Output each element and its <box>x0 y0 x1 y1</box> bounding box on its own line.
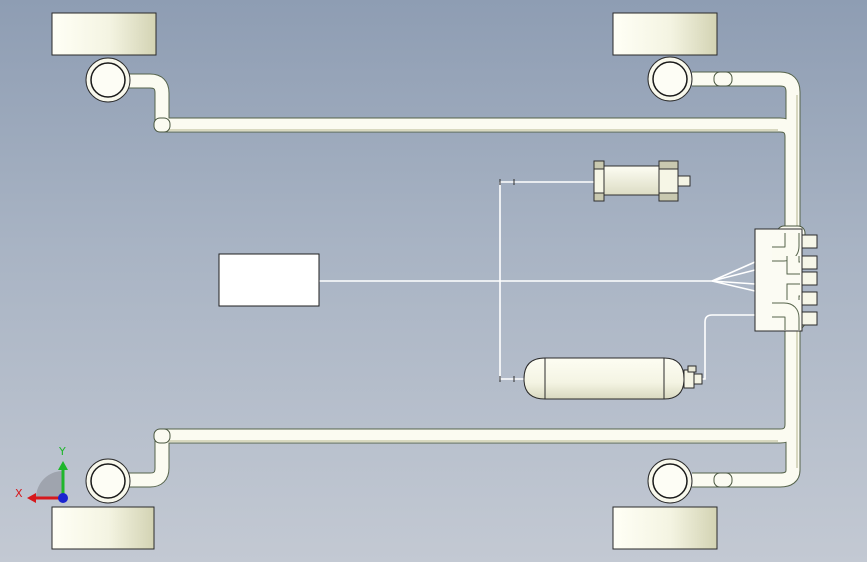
coordinate-triad[interactable]: Y X <box>15 445 68 503</box>
brake-chamber-rear-left <box>85 458 131 504</box>
wheel-rear-left <box>51 506 155 550</box>
brake-cylinder <box>593 160 691 202</box>
triad-x-arrowhead <box>27 493 36 503</box>
triad-x-label: X <box>15 487 23 500</box>
line-markers <box>499 179 515 382</box>
wheel-rear-right <box>612 506 718 550</box>
control-unit-box <box>218 253 320 307</box>
brake-chamber-front-left <box>85 57 131 103</box>
control-lines <box>318 181 756 380</box>
wheel-front-right <box>612 12 718 56</box>
valve-pipe-stubs <box>772 233 800 330</box>
brake-chamber-front-right <box>647 56 693 102</box>
triad-y-label: Y <box>58 445 66 458</box>
air-reservoir-tank <box>523 357 703 400</box>
brake-chamber-rear-right <box>647 458 693 504</box>
triad-z-origin <box>58 493 68 503</box>
triad-y-arrowhead <box>58 461 68 470</box>
triad-plane-arc <box>36 471 63 498</box>
wheel-front-left <box>51 12 157 56</box>
